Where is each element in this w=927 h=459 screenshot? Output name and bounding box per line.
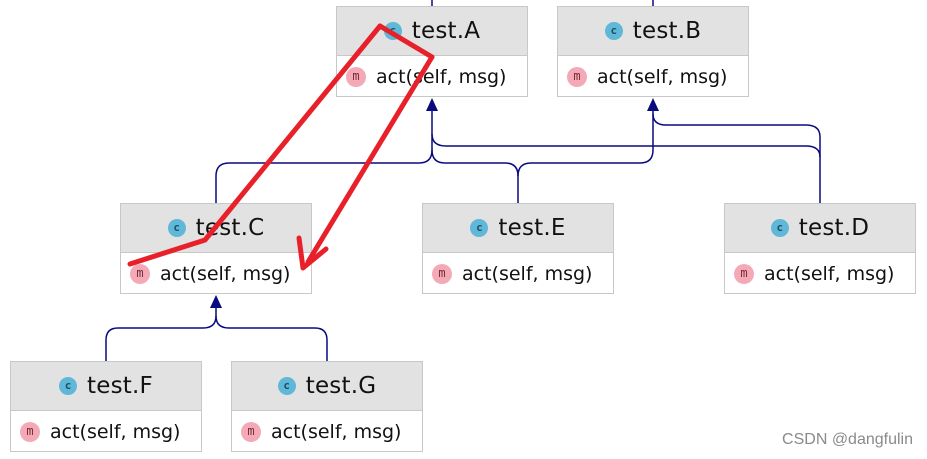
edge-c-to-a — [215, 110, 433, 203]
edge-e-to-b — [517, 110, 654, 177]
class-box-b[interactable]: c test.B m act(self, msg) — [557, 6, 749, 97]
method-icon: m — [241, 421, 261, 442]
method-icon: m — [432, 263, 452, 284]
method-signature: act(self, msg) — [160, 262, 291, 285]
method-signature: act(self, msg) — [597, 65, 728, 88]
class-name: test.G — [305, 373, 377, 399]
edge-g-to-c — [215, 315, 328, 361]
class-icon: c — [167, 219, 186, 237]
class-name: test.B — [632, 18, 702, 44]
method-icon: m — [567, 66, 587, 87]
method-icon: m — [346, 66, 366, 87]
class-body: m act(self, msg) — [725, 253, 915, 294]
class-icon: c — [383, 22, 402, 40]
arrowhead-c — [210, 295, 222, 308]
class-icon: c — [277, 377, 296, 395]
method-icon: m — [20, 421, 40, 442]
class-header: c test.E — [423, 204, 613, 253]
class-name: test.A — [411, 18, 481, 44]
method-icon: m — [130, 263, 150, 284]
watermark: CSDN @dangfulin — [782, 431, 913, 448]
class-box-c[interactable]: c test.C m act(self, msg) — [120, 203, 312, 294]
class-icon: c — [770, 219, 789, 237]
class-box-e[interactable]: c test.E m act(self, msg) — [422, 203, 614, 294]
class-name: test.E — [498, 215, 566, 241]
class-body: m act(self, msg) — [423, 253, 613, 294]
class-name: test.F — [87, 373, 153, 399]
method-signature: act(self, msg) — [271, 420, 402, 443]
class-box-d[interactable]: c test.D m act(self, msg) — [724, 203, 916, 294]
method-signature: act(self, msg) — [50, 420, 181, 443]
class-icon: c — [604, 22, 623, 40]
class-body: m act(self, msg) — [558, 56, 748, 97]
method-signature: act(self, msg) — [376, 65, 507, 88]
method-icon: m — [734, 263, 754, 284]
edge-e-to-a — [431, 149, 519, 203]
method-signature: act(self, msg) — [764, 262, 895, 285]
edge-d-to-b — [652, 113, 821, 157]
class-header: c test.F — [11, 362, 201, 411]
class-name: test.D — [798, 215, 870, 241]
class-header: c test.B — [558, 7, 748, 56]
method-signature: act(self, msg) — [462, 262, 593, 285]
edge-f-to-c — [105, 306, 217, 361]
class-icon: c — [470, 219, 489, 237]
class-name: test.C — [195, 215, 265, 241]
class-body: m act(self, msg) — [232, 411, 422, 452]
edge-d-to-a — [431, 133, 821, 203]
class-body: m act(self, msg) — [337, 56, 527, 97]
class-header: c test.A — [337, 7, 527, 56]
arrowhead-b — [647, 98, 659, 111]
class-header: c test.C — [121, 204, 311, 253]
class-icon: c — [59, 377, 78, 395]
class-header: c test.D — [725, 204, 915, 253]
class-box-f[interactable]: c test.F m act(self, msg) — [10, 361, 202, 452]
arrowhead-a — [426, 98, 438, 111]
class-box-g[interactable]: c test.G m act(self, msg) — [231, 361, 423, 452]
class-box-a[interactable]: c test.A m act(self, msg) — [336, 6, 528, 97]
class-body: m act(self, msg) — [11, 411, 201, 452]
class-body: m act(self, msg) — [121, 253, 311, 294]
class-header: c test.G — [232, 362, 422, 411]
